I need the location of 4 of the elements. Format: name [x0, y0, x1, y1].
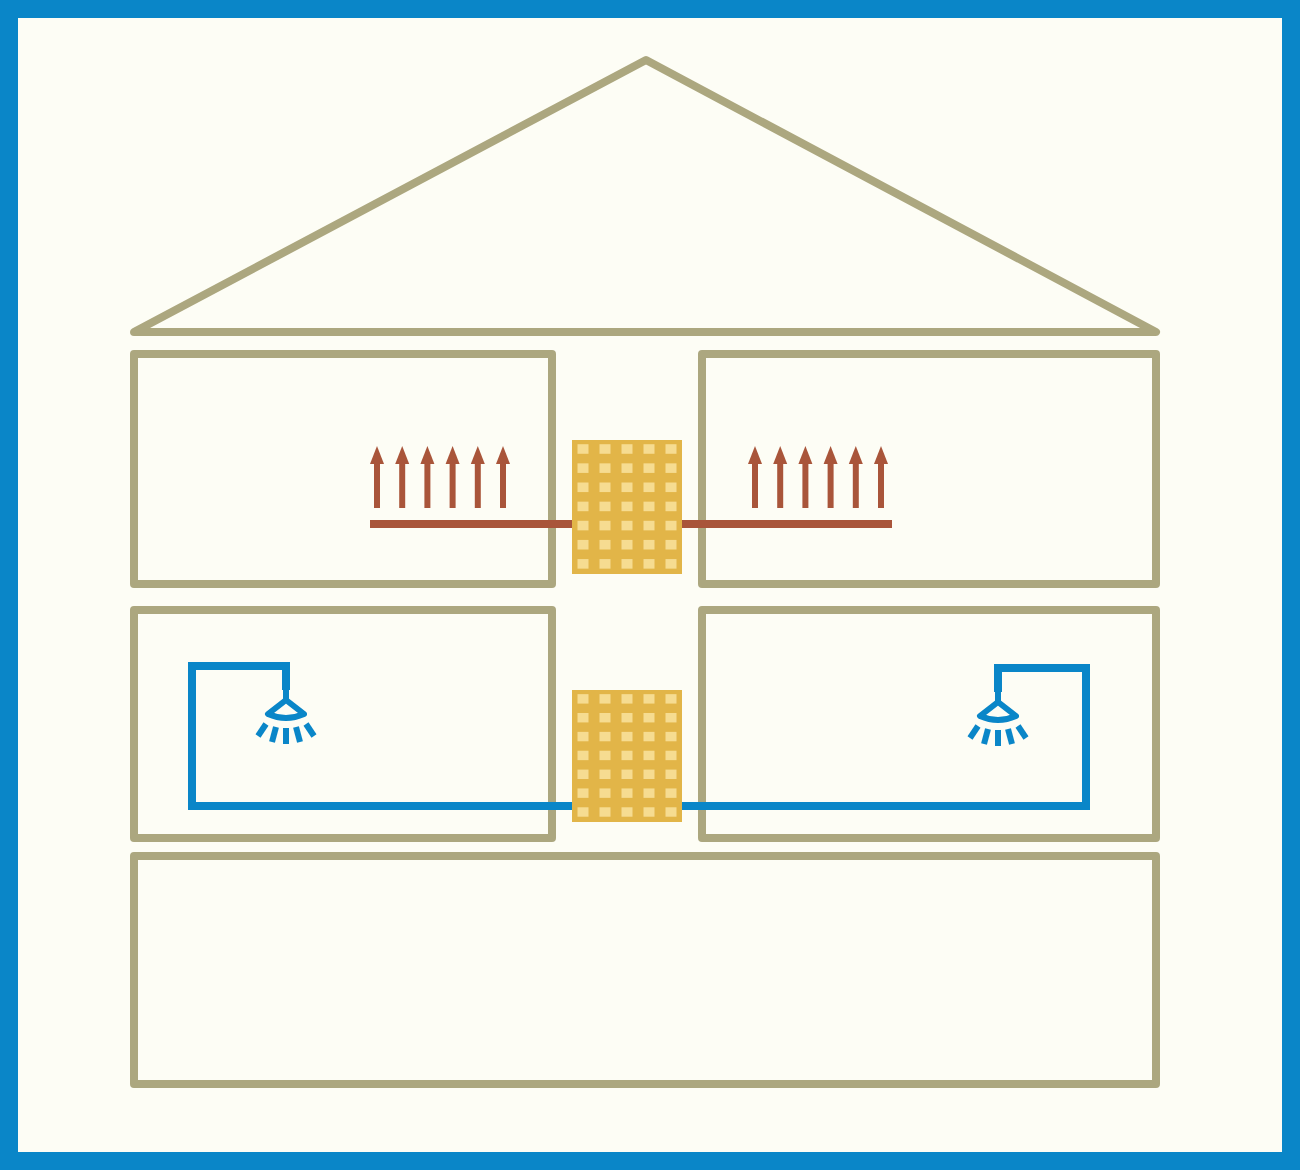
grid-panel	[572, 440, 682, 574]
grid-panel	[572, 690, 682, 822]
heating-line	[370, 520, 572, 528]
heating-line	[682, 520, 892, 528]
